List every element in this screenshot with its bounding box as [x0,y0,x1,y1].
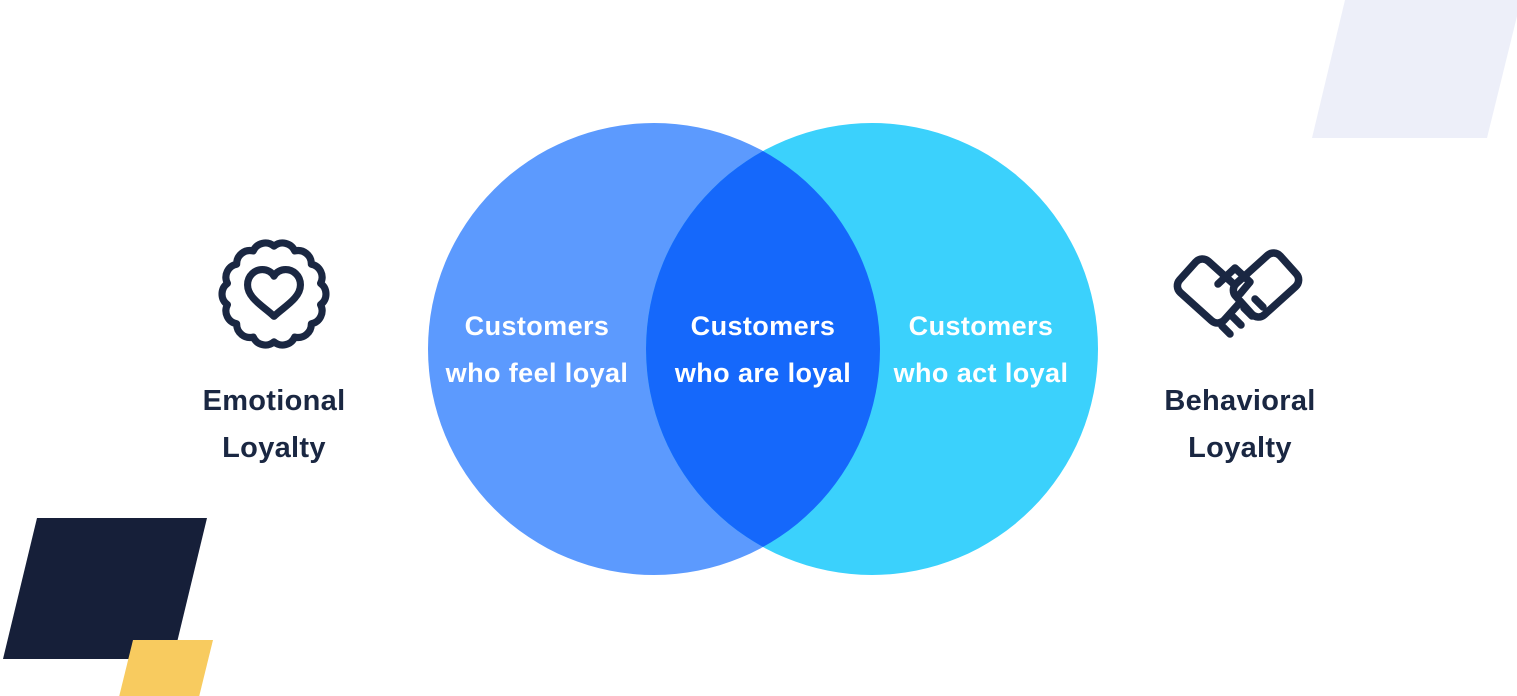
left-circle-label-line1: Customers [464,311,610,341]
emotional-loyalty-line1: Emotional [202,385,346,417]
emotional-loyalty-label: Emotional Loyalty [144,378,404,472]
right-circle-label-line1: Customers [908,311,1054,341]
heart-badge-icon [218,239,330,349]
left-circle-label: Customers who feel loyal [417,303,657,397]
right-circle-label-line2: who act loyal [893,358,1069,388]
behavioral-loyalty-line2: Loyalty [1188,432,1292,464]
lavender-parallelogram-decoration [1312,0,1517,138]
behavioral-loyalty-line1: Behavioral [1164,385,1316,417]
overlap-label-line2: who are loyal [674,358,852,388]
handshake-icon [1173,249,1303,338]
venn-overlap-region [646,123,880,575]
navy-parallelogram-decoration [3,518,207,659]
right-circle-label: Customers who act loyal [861,303,1101,397]
yellow-parallelogram-decoration [119,640,213,696]
behavioral-loyalty-label: Behavioral Loyalty [1110,378,1370,472]
overlap-label: Customers who are loyal [643,303,883,397]
overlap-label-line1: Customers [690,311,836,341]
left-circle-label-line2: who feel loyal [445,358,629,388]
emotional-loyalty-line2: Loyalty [222,432,326,464]
